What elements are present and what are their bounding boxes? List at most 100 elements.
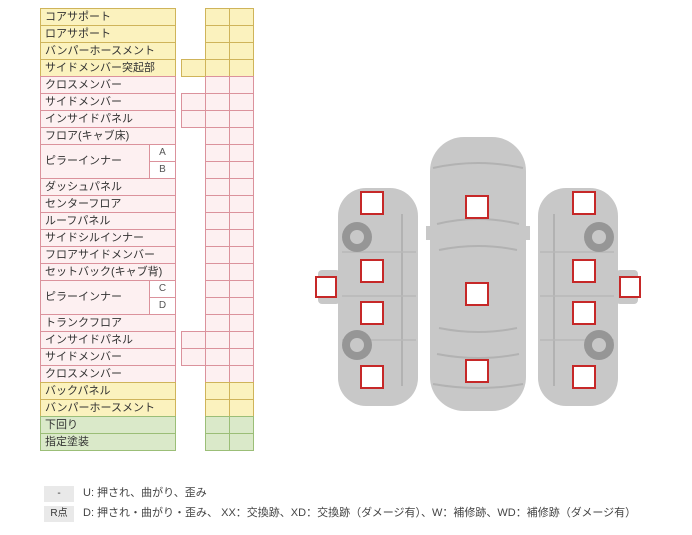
check-cell[interactable] [205, 246, 230, 264]
check-cell[interactable] [205, 280, 230, 298]
check-cell[interactable] [229, 8, 254, 26]
vehicle-diagram [315, 137, 641, 411]
checkpoint-right-side[interactable] [572, 365, 596, 389]
check-cell[interactable] [181, 59, 206, 77]
checkpoint-left-side[interactable] [360, 259, 384, 283]
check-cell[interactable] [205, 229, 230, 247]
checkpoint-top-view[interactable] [465, 195, 489, 219]
part-label: 指定塗装 [40, 433, 176, 451]
check-cell[interactable] [205, 433, 230, 451]
check-cell[interactable] [229, 229, 254, 247]
part-label: 下回り [40, 416, 176, 434]
check-cell[interactable] [205, 144, 230, 162]
check-cell[interactable] [229, 76, 254, 94]
check-cell-group [180, 297, 254, 315]
parts-subrow: B [149, 161, 254, 179]
check-cell[interactable] [229, 348, 254, 366]
check-cell-group [180, 161, 254, 179]
check-cell[interactable] [205, 399, 230, 417]
check-cell[interactable] [205, 178, 230, 196]
checkpoint-right-side[interactable] [572, 191, 596, 215]
check-cell[interactable] [229, 110, 254, 128]
check-cell[interactable] [205, 93, 230, 111]
check-cell[interactable] [205, 348, 230, 366]
check-cell[interactable] [205, 416, 230, 434]
check-cell[interactable] [205, 365, 230, 383]
check-cell[interactable] [229, 59, 254, 77]
check-cell[interactable] [229, 144, 254, 162]
part-label: インサイドパネル [40, 331, 176, 349]
part-label: サイドメンバー [40, 93, 176, 111]
sub-tag: B [149, 161, 176, 179]
parts-subrow: C [149, 280, 254, 298]
check-cell-group [180, 25, 254, 43]
check-cell[interactable] [229, 178, 254, 196]
checkpoint-right-mirror[interactable] [619, 276, 641, 298]
check-cell[interactable] [229, 399, 254, 417]
check-cell[interactable] [229, 331, 254, 349]
check-cell[interactable] [229, 25, 254, 43]
check-cell[interactable] [181, 331, 206, 349]
parts-row: コアサポート [40, 8, 254, 26]
checkpoint-top-view[interactable] [465, 282, 489, 306]
check-cell[interactable] [181, 348, 206, 366]
check-cell-group [180, 331, 254, 349]
check-cell[interactable] [205, 314, 230, 332]
check-cell[interactable] [205, 110, 230, 128]
check-cell[interactable] [205, 297, 230, 315]
check-cell[interactable] [229, 195, 254, 213]
check-cell[interactable] [229, 382, 254, 400]
check-cell[interactable] [229, 161, 254, 179]
check-cell[interactable] [229, 42, 254, 60]
check-cell-group [180, 348, 254, 366]
checkpoint-right-side[interactable] [572, 259, 596, 283]
check-cell[interactable] [205, 195, 230, 213]
checkpoint-left-side[interactable] [360, 191, 384, 215]
part-label: セットバック(キャブ背) [40, 263, 176, 281]
check-cell[interactable] [229, 314, 254, 332]
check-cell[interactable] [229, 433, 254, 451]
parts-row: クロスメンバー [40, 76, 254, 94]
checkpoint-left-side[interactable] [360, 301, 384, 325]
check-cell[interactable] [205, 212, 230, 230]
check-cell[interactable] [229, 365, 254, 383]
check-cell[interactable] [229, 127, 254, 145]
sub-tag: D [149, 297, 176, 315]
checkpoint-right-side[interactable] [572, 301, 596, 325]
checkpoint-top-view[interactable] [465, 359, 489, 383]
parts-row: サイドメンバー [40, 93, 254, 111]
check-cell[interactable] [181, 93, 206, 111]
check-cell[interactable] [205, 25, 230, 43]
check-cell[interactable] [205, 263, 230, 281]
legend: - U: 押され、曲がり、歪み R点 D: 押され・曲がり・歪み、 XX：交換跡… [44, 486, 664, 526]
checkpoint-left-side[interactable] [360, 365, 384, 389]
check-cell[interactable] [229, 280, 254, 298]
check-cell[interactable] [181, 110, 206, 128]
check-cell[interactable] [205, 331, 230, 349]
check-cell[interactable] [205, 127, 230, 145]
parts-row: トランクフロア [40, 314, 254, 332]
check-cell[interactable] [229, 297, 254, 315]
parts-subrow: A [149, 144, 254, 162]
parts-table: コアサポートロアサポートバンパーホースメントサイドメンバー突起部クロスメンバーサ… [40, 8, 254, 451]
check-cell[interactable] [205, 8, 230, 26]
check-cell-group [180, 263, 254, 281]
check-cell-group [180, 246, 254, 264]
check-cell[interactable] [205, 76, 230, 94]
check-cell[interactable] [229, 212, 254, 230]
check-cell[interactable] [205, 382, 230, 400]
part-label: ロアサポート [40, 25, 176, 43]
check-cell[interactable] [229, 246, 254, 264]
check-cell[interactable] [229, 93, 254, 111]
checkpoint-left-mirror[interactable] [315, 276, 337, 298]
part-label: バックパネル [40, 382, 176, 400]
check-cell[interactable] [205, 161, 230, 179]
part-label: ピラーインナー [40, 144, 150, 179]
check-cell[interactable] [205, 59, 230, 77]
check-cell[interactable] [229, 416, 254, 434]
check-cell[interactable] [205, 42, 230, 60]
part-label: フロアサイドメンバー [40, 246, 176, 264]
check-cell[interactable] [229, 263, 254, 281]
